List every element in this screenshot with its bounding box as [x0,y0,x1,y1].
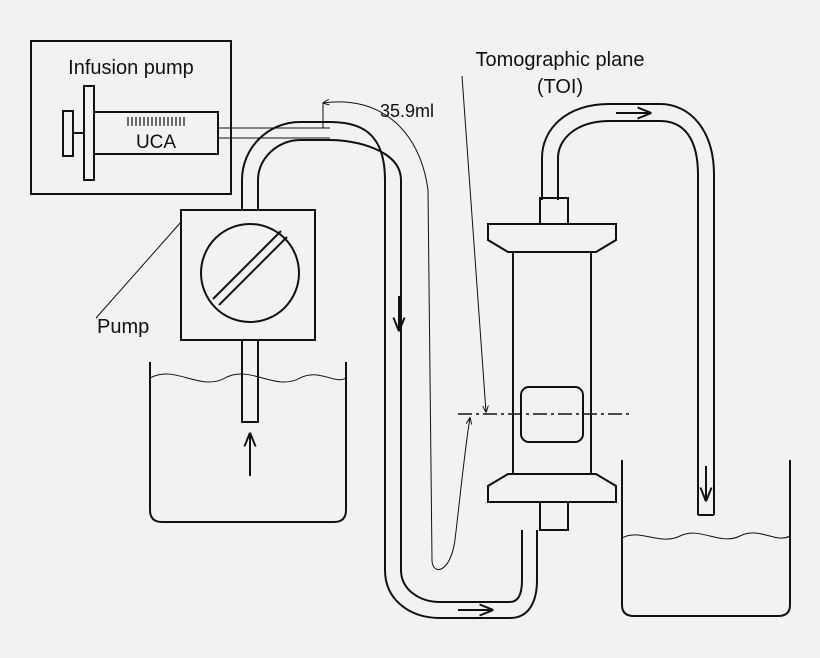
pump: Pump [95,209,316,423]
infusion-pump-label: Infusion pump [68,57,194,79]
pump-rotor-bar-b [218,236,288,306]
tomographic-plane-label-line2: (TOI) [537,76,583,98]
pump-rotor-bar-a [212,230,282,300]
return-tube-inner [557,120,699,515]
volume-arc [323,102,470,570]
pump-pointer-line [95,221,182,319]
phantom-inlet-connector [539,501,569,531]
phantom-top-cap [487,223,617,253]
tomographic-plane: Tomographic plane (TOI) [458,49,645,415]
pump-intake-tube [241,339,259,423]
syringe-flange [83,85,95,181]
infusion-pump: Infusion pump UCA [30,40,330,195]
tubing [241,103,715,619]
infusion-pump-box [30,40,232,195]
phantom-bottom-cap [487,473,617,503]
return-tube-outer [541,103,715,515]
syringe: UCA [62,85,330,181]
source-beaker-wall [149,362,347,523]
flow-phantom [487,197,617,531]
source-beaker-water [149,373,347,383]
tomographic-plane-pointer [461,75,486,412]
volume-label: 35.9ml [380,101,434,121]
syringe-graduations [127,117,185,126]
pump-label: Pump [97,316,149,338]
syringe-plunger-head [62,110,74,157]
collection-beaker-wall [621,460,791,617]
collection-beaker-water [621,532,791,540]
flow-arrows [250,113,706,610]
volume-indicator: 35.9ml [323,101,470,570]
tubing-outer-wall [241,121,538,619]
syringe-content-label: UCA [136,132,176,153]
phantom-outlet-connector [539,197,569,225]
collection-beaker [621,460,791,617]
source-beaker [149,362,347,523]
pump-rotor [200,223,300,323]
tomographic-plane-label-line1: Tomographic plane [476,49,645,71]
